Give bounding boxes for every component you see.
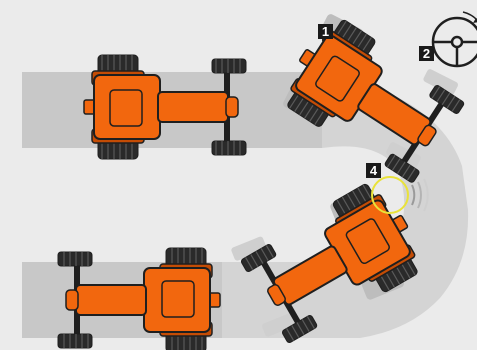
step-marker-1: 1 xyxy=(318,24,333,39)
step-marker-1-label: 1 xyxy=(322,24,329,39)
step-marker-2-label: 2 xyxy=(423,46,430,61)
step-marker-4: 4 xyxy=(366,163,381,178)
step-marker-2: 2 xyxy=(419,46,434,61)
steering-wheel-icon xyxy=(433,12,477,66)
step-marker-4-label: 4 xyxy=(370,163,378,178)
